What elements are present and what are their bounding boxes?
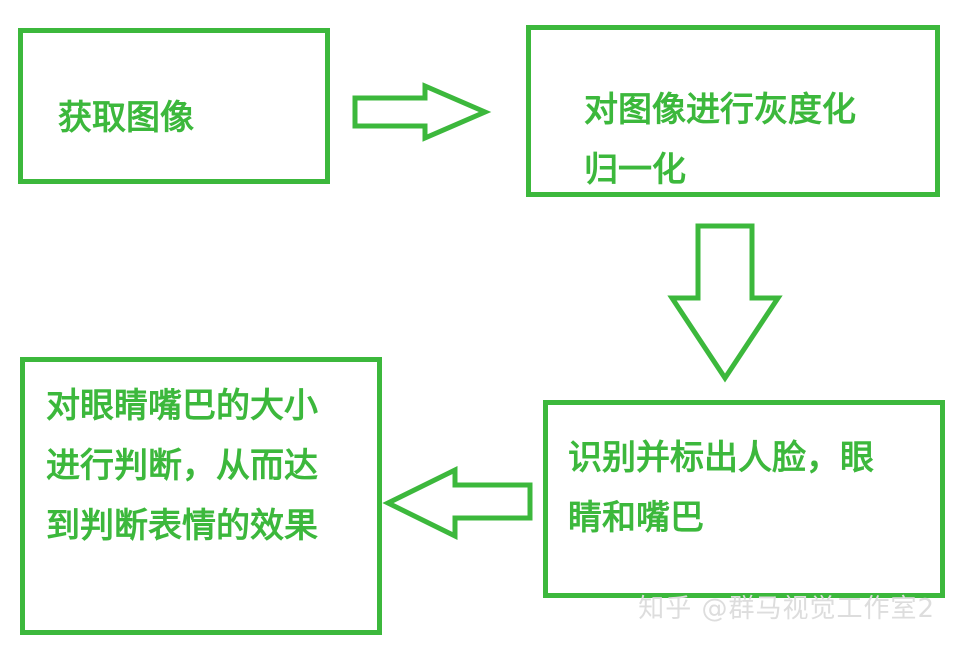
node-detect-features-label: 识别并标出人脸，眼 睛和嘴巴 (568, 438, 874, 538)
node-acquire-image (18, 28, 330, 184)
arrow-left-detect-to-judge (382, 465, 533, 541)
watermark-text: 知乎 @群马视觉工作室2 (638, 594, 935, 624)
node-acquire-image-label: 获取图像 (58, 98, 194, 138)
node-detect-features (543, 400, 945, 598)
arrow-down-normalize-to-detect (667, 223, 783, 383)
arrow-right-acquire-to-normalize (352, 82, 492, 142)
node-judge-expression (20, 357, 382, 635)
node-judge-expression-label: 对眼睛嘴巴的大小 进行判断，从而达 到判断表情的效果 (46, 386, 318, 546)
node-grayscale-normalize-label: 对图像进行灰度化 归一化 (584, 90, 856, 190)
node-grayscale-normalize (526, 25, 940, 197)
